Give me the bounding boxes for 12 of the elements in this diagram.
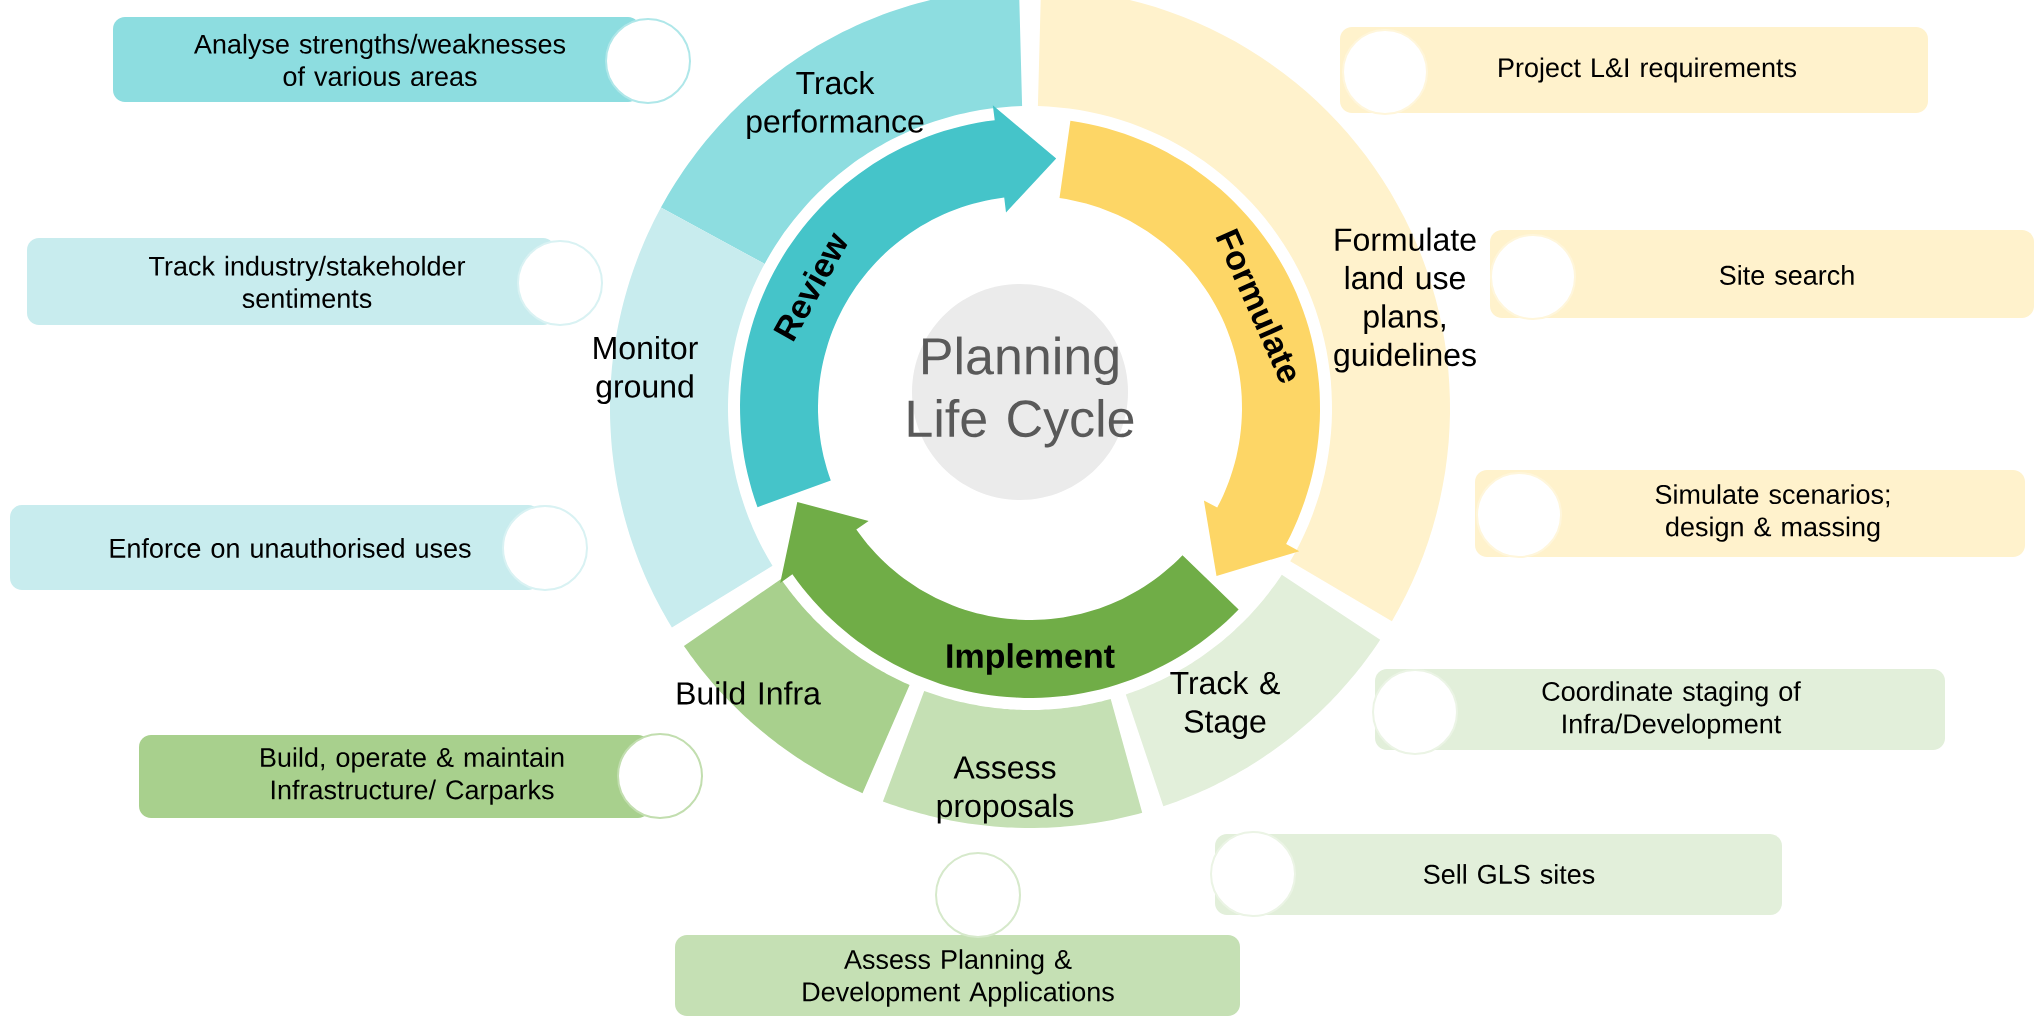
callout-box: Track industry/stakeholder sentiments <box>27 238 603 326</box>
callout-box: Simulate scenarios; design & massing <box>1475 470 2025 558</box>
callout-box: Project L&I requirements <box>1340 27 1928 115</box>
ring-segment: Assess proposals <box>882 690 1143 828</box>
callout-box: Site search <box>1490 230 2034 320</box>
callout-box: Sell GLS sites <box>1210 831 1782 917</box>
callout-box: Enforce on unauthorised uses <box>10 505 588 591</box>
callout-box: Assess Planning & Development Applications <box>675 852 1240 1016</box>
callout-box: Analyse strengths/weaknesses of various areas <box>113 17 691 104</box>
callout-box: Coordinate staging of Infra/Development <box>1372 669 1945 755</box>
callout-box: Build, operate & maintain Infrastructure/ Carparks <box>139 733 703 819</box>
ring-segment: Track & Stage <box>1125 574 1381 807</box>
